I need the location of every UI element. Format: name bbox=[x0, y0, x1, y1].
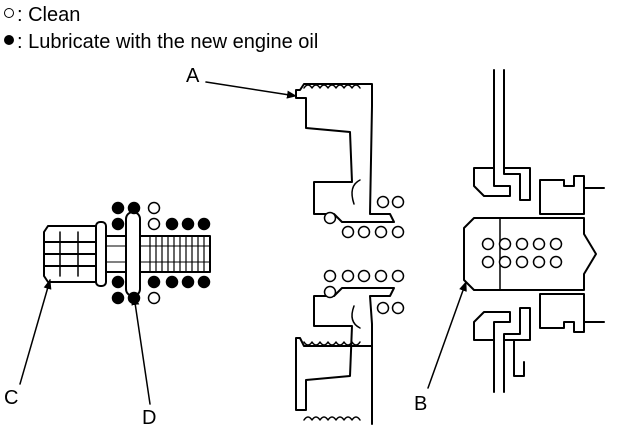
callout-b: B bbox=[414, 281, 467, 415]
bolt-dots bbox=[111, 201, 211, 305]
pulley-dots bbox=[323, 195, 405, 315]
filled-circle-icon bbox=[4, 35, 14, 45]
callout-d-label: D bbox=[142, 407, 156, 429]
callout-b-label: B bbox=[414, 393, 427, 415]
open-circle-icon bbox=[4, 8, 14, 18]
pulley bbox=[295, 83, 395, 425]
legend-clean-text: : Clean bbox=[17, 4, 81, 26]
callout-a: A bbox=[186, 65, 297, 99]
legend-lubricate-text: : Lubricate with the new engine oil bbox=[17, 31, 319, 53]
bolt-shank bbox=[105, 235, 211, 273]
legend-clean: : Clean bbox=[4, 4, 80, 26]
callout-c: C bbox=[4, 279, 52, 409]
callout-d: D bbox=[131, 295, 156, 429]
crankshaft-dots bbox=[481, 237, 563, 269]
bolt-threads bbox=[149, 235, 205, 273]
bolt-flange bbox=[95, 221, 107, 287]
legend-lubricate: : Lubricate with the new engine oil bbox=[4, 31, 318, 53]
washer bbox=[125, 211, 141, 297]
callout-c-label: C bbox=[4, 387, 18, 409]
callout-a-label: A bbox=[186, 65, 200, 87]
bolt bbox=[43, 211, 211, 297]
crankshaft bbox=[463, 69, 605, 393]
